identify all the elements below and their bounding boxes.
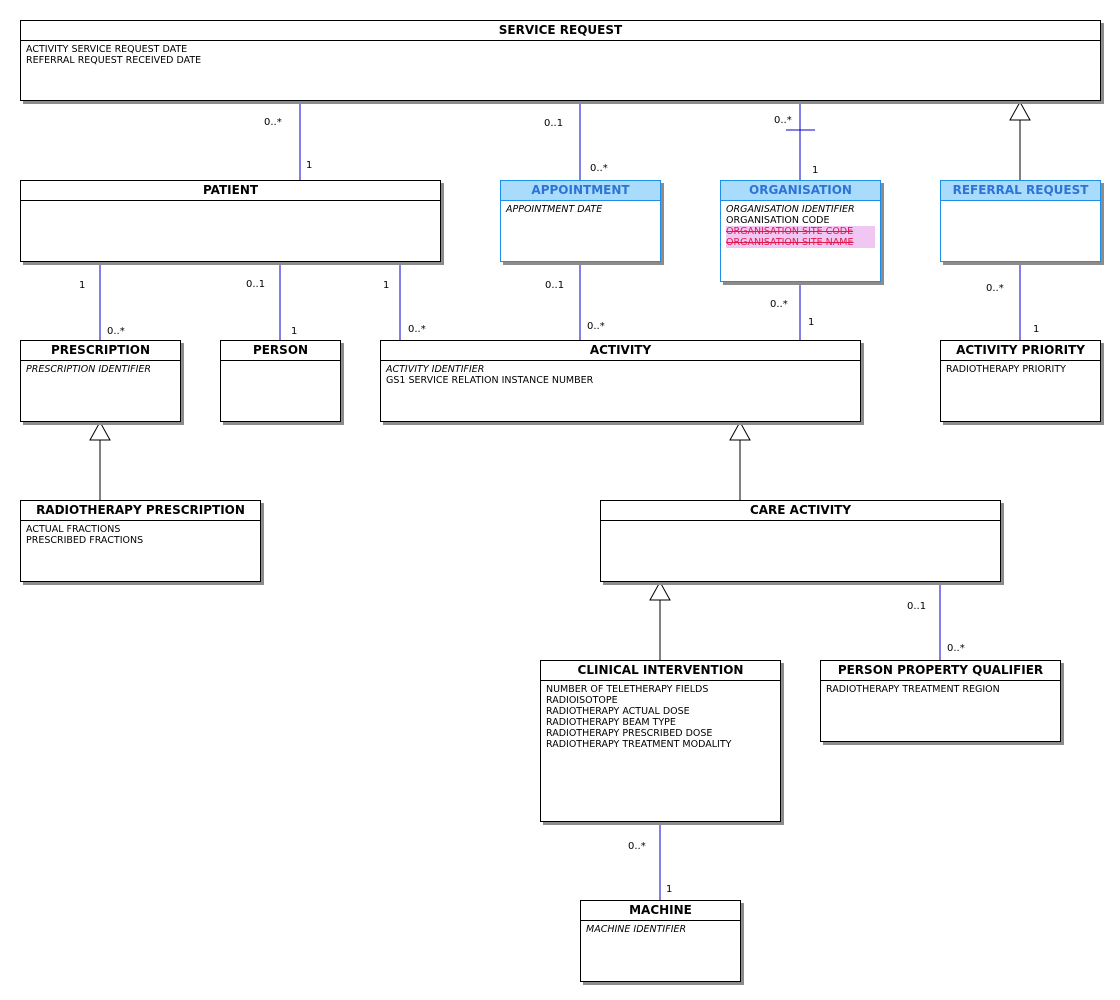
attribute-list: RADIOTHERAPY PRIORITY xyxy=(941,361,1100,375)
class-activity-priority[interactable]: ACTIVITY PRIORITY RADIOTHERAPY PRIORITY xyxy=(940,340,1101,422)
gen-clinical-intervention-arrowhead xyxy=(649,580,671,601)
class-attribute: RADIOTHERAPY TREATMENT REGION xyxy=(826,684,1000,695)
class-attribute: RADIOTHERAPY ACTUAL DOSE xyxy=(546,706,690,717)
multiplicity-label: 0..* xyxy=(264,117,282,128)
attribute-list: RADIOTHERAPY TREATMENT REGION xyxy=(821,681,1060,695)
multiplicity-label: 1 xyxy=(291,326,298,337)
gen-radiotherapy-prescription-arrowhead xyxy=(89,420,111,441)
class-title: PERSON PROPERTY QUALIFIER xyxy=(821,661,1060,681)
class-appointment[interactable]: APPOINTMENT APPOINTMENT DATE xyxy=(500,180,661,262)
multiplicity-label: 1 xyxy=(306,160,313,171)
class-attribute: RADIOTHERAPY TREATMENT MODALITY xyxy=(546,739,732,750)
class-title: PRESCRIPTION xyxy=(21,341,180,361)
class-title: ACTIVITY PRIORITY xyxy=(941,341,1100,361)
multiplicity-label: 0..* xyxy=(770,299,788,310)
retired-attribute: ORGANISATION SITE NAME xyxy=(726,237,875,248)
class-attribute: REFERRAL REQUEST RECEIVED DATE xyxy=(26,55,202,66)
multiplicity-label: 1 xyxy=(1033,324,1040,335)
class-title: REFERRAL REQUEST xyxy=(941,181,1100,201)
attribute-list xyxy=(941,201,1100,204)
multiplicity-label: 0..1 xyxy=(246,279,266,290)
class-patient[interactable]: PATIENT xyxy=(20,180,441,262)
attribute-list xyxy=(21,201,440,204)
class-title: CLINICAL INTERVENTION xyxy=(541,661,780,681)
class-title: ORGANISATION xyxy=(721,181,880,201)
class-clinical-intervention[interactable]: CLINICAL INTERVENTION NUMBER OF TELETHER… xyxy=(540,660,781,822)
class-attribute: ORGANISATION IDENTIFIER xyxy=(726,204,855,215)
class-machine[interactable]: MACHINE MACHINE IDENTIFIER xyxy=(580,900,741,982)
multiplicity-label: 1 xyxy=(808,317,815,328)
class-attribute: APPOINTMENT DATE xyxy=(506,204,603,215)
class-service-request[interactable]: SERVICE REQUEST ACTIVITY SERVICE REQUEST… xyxy=(20,20,1101,101)
class-attribute: ORGANISATION CODE xyxy=(726,215,830,226)
attribute-list: PRESCRIPTION IDENTIFIER xyxy=(21,361,180,375)
retired-attribute: ORGANISATION SITE CODE xyxy=(726,226,875,237)
class-attribute: NUMBER OF TELETHERAPY FIELDS xyxy=(546,684,709,695)
class-title: RADIOTHERAPY PRESCRIPTION xyxy=(21,501,260,521)
class-prescription[interactable]: PRESCRIPTION PRESCRIPTION IDENTIFIER xyxy=(20,340,181,422)
class-title: ACTIVITY xyxy=(381,341,860,361)
gen-care-activity-arrowhead xyxy=(729,420,751,441)
multiplicity-label: 0..1 xyxy=(544,118,564,129)
class-title: APPOINTMENT xyxy=(501,181,660,201)
class-title: CARE ACTIVITY xyxy=(601,501,1000,521)
multiplicity-label: 1 xyxy=(666,884,673,895)
attribute-list xyxy=(601,521,1000,524)
multiplicity-label: 0..* xyxy=(587,321,605,332)
class-person[interactable]: PERSON xyxy=(220,340,341,422)
class-attribute: RADIOISOTOPE xyxy=(546,695,618,706)
multiplicity-label: 1 xyxy=(812,165,819,176)
multiplicity-label: 0..* xyxy=(628,841,646,852)
multiplicity-label: 0..1 xyxy=(545,280,565,291)
attribute-list: APPOINTMENT DATE xyxy=(501,201,660,215)
class-attribute: PRESCRIBED FRACTIONS xyxy=(26,535,144,546)
class-attribute: RADIOTHERAPY PRESCRIBED DOSE xyxy=(546,728,713,739)
class-radiotherapy-prescription[interactable]: RADIOTHERAPY PRESCRIPTION ACTUAL FRACTIO… xyxy=(20,500,261,582)
multiplicity-label: 0..1 xyxy=(907,601,927,612)
class-attribute: GS1 SERVICE RELATION INSTANCE NUMBER xyxy=(386,375,594,386)
multiplicity-label: 1 xyxy=(79,280,86,291)
class-title: PATIENT xyxy=(21,181,440,201)
gen-referral-request-arrowhead xyxy=(1009,100,1031,121)
class-referral-request[interactable]: REFERRAL REQUEST xyxy=(940,180,1101,262)
multiplicity-label: 0..* xyxy=(947,643,965,654)
class-care-activity[interactable]: CARE ACTIVITY xyxy=(600,500,1001,582)
multiplicity-label: 0..* xyxy=(774,115,792,126)
multiplicity-label: 0..* xyxy=(590,163,608,174)
class-person-property-qualifier[interactable]: PERSON PROPERTY QUALIFIER RADIOTHERAPY T… xyxy=(820,660,1061,742)
multiplicity-label: 0..* xyxy=(408,324,426,335)
attribute-list xyxy=(221,361,340,364)
attribute-list: MACHINE IDENTIFIER xyxy=(581,921,740,935)
class-title: PERSON xyxy=(221,341,340,361)
class-title: SERVICE REQUEST xyxy=(21,21,1100,41)
class-attribute: MACHINE IDENTIFIER xyxy=(586,924,687,935)
multiplicity-label: 0..* xyxy=(107,326,125,337)
class-attribute: ACTIVITY SERVICE REQUEST DATE xyxy=(26,44,188,55)
multiplicity-label: 0..* xyxy=(986,283,1004,294)
class-attribute: ACTUAL FRACTIONS xyxy=(26,524,121,535)
class-attribute: RADIOTHERAPY BEAM TYPE xyxy=(546,717,676,728)
class-attribute: ACTIVITY IDENTIFIER xyxy=(386,364,485,375)
class-title: MACHINE xyxy=(581,901,740,921)
class-attribute: RADIOTHERAPY PRIORITY xyxy=(946,364,1066,375)
multiplicity-label: 1 xyxy=(383,280,390,291)
class-attribute: PRESCRIPTION IDENTIFIER xyxy=(26,364,152,375)
